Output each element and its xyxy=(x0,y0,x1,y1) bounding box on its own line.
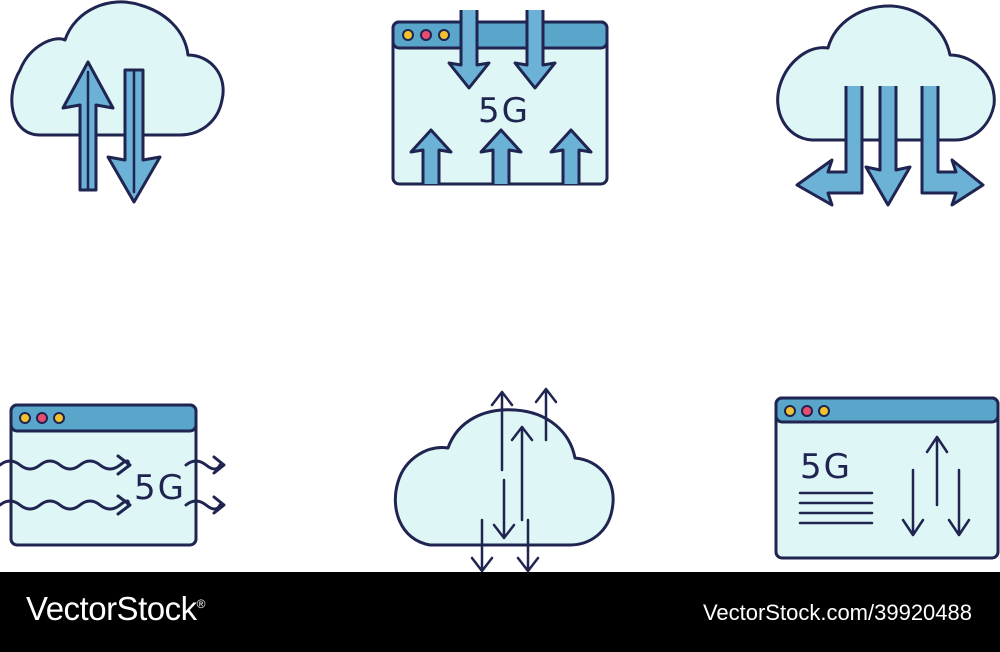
cloud-distribution-icon xyxy=(776,4,996,207)
window-dot-yellow-icon xyxy=(19,412,31,424)
icon-set-canvas: 5G 5G 5G xyxy=(0,0,1000,572)
registered-mark: ® xyxy=(196,597,206,611)
window-dot-yellow-icon xyxy=(438,29,450,41)
stock-id-link[interactable]: VectorStock.com/39920488 xyxy=(702,600,972,625)
window-dot-yellow-icon xyxy=(784,405,796,417)
5g-browser-waves-icon: 5G xyxy=(0,403,226,547)
cloud-upload-download-icon xyxy=(10,0,225,204)
brand-logo[interactable]: VectorStock® xyxy=(26,590,205,628)
window-dot-yellow-icon xyxy=(53,412,65,424)
5g-label: 5G xyxy=(800,447,852,487)
window-dot-red-icon xyxy=(801,405,813,417)
window-dot-red-icon xyxy=(420,29,432,41)
5g-label: 5G xyxy=(478,91,530,131)
brand-name: VectorStock xyxy=(26,590,197,627)
window-dot-yellow-icon xyxy=(402,29,414,41)
cloud-data-exchange-icon xyxy=(393,387,615,572)
window-dot-yellow-icon xyxy=(818,405,830,417)
window-dot-red-icon xyxy=(36,412,48,424)
5g-label: 5G xyxy=(134,468,186,508)
5g-browser-document-icon: 5G xyxy=(774,396,1000,560)
5g-browser-traffic-icon: 5G xyxy=(391,10,609,186)
footer-bar: VectorStock® VectorStock.com/39920488 xyxy=(0,572,1000,652)
